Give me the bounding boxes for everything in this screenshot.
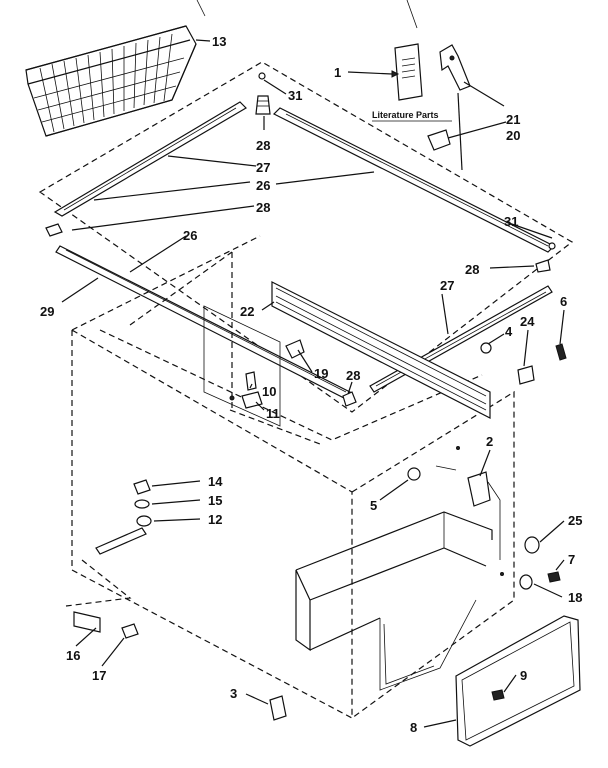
callout-8: 8 [410,720,417,735]
callout-28-left: 28 [256,200,270,215]
callout-26-top: 26 [256,178,270,193]
callout-14: 14 [208,474,223,489]
wire-basket [25,25,197,137]
callout-31-top: 31 [288,88,302,103]
callout-4: 4 [505,324,513,339]
compressor-compartment [295,511,493,691]
hinge-bracket [517,365,535,385]
callout-2: 2 [486,434,493,449]
callout-6: 6 [560,294,567,309]
callout-27-right: 27 [440,278,454,293]
callout-21: 21 [506,112,520,127]
literature-parts-label: Literature Parts [372,110,439,120]
callout-28-right: 28 [465,262,479,277]
lid-outline [38,61,574,413]
callout-17: 17 [92,668,106,683]
callout-11: 11 [266,406,280,421]
callout-7: 7 [568,552,575,567]
lid-screw-right [548,242,556,250]
base-grille-panel [455,615,581,747]
drain-tube [95,527,147,555]
lid-screw-top [258,72,266,80]
callout-27-top: 27 [256,160,270,175]
callout-26-front: 26 [183,228,197,243]
callout-28-front: 28 [346,368,360,383]
light-switch-pin [229,395,235,401]
control-cover-plate [203,305,281,427]
thermostat-knob [285,339,305,359]
callout-1: 1 [334,65,341,80]
drain-plug [73,611,101,633]
callout-13: 13 [212,34,226,49]
lid-clip-front [342,391,357,407]
lid-liner-strip-top [272,107,556,253]
lid-hinge-part [439,44,471,91]
lid-spring-clip [255,95,271,115]
panel-screw [491,689,505,701]
switch-bracket [241,391,263,409]
cold-control-bracket [467,471,491,507]
callout-15: 15 [208,493,222,508]
cold-control-knob [407,467,421,481]
cabinet-body [71,235,515,719]
callout-10: 10 [262,384,276,399]
callout-19: 19 [314,366,328,381]
literature-leaflet [394,43,423,101]
drain-gasket [134,499,150,509]
breaker-strip-assembly [271,281,491,419]
callout-29: 29 [40,304,54,319]
callout-22: 22 [240,304,254,319]
callout-31-right: 31 [504,214,518,229]
callout-20: 20 [506,128,520,143]
hinge-screw [555,343,567,361]
drain-nut [136,515,152,527]
callout-16: 16 [66,648,80,663]
callout-25: 25 [568,513,582,528]
light-switch [245,371,257,391]
leader-lines [61,39,565,728]
hinge-washer [480,342,492,354]
grille-washer [519,574,533,590]
grille-screw [547,571,561,583]
callout-12: 12 [208,512,222,527]
callout-18: 18 [568,590,582,605]
base-screw [121,623,139,639]
lid-clip-right [535,259,551,273]
callout-9: 9 [520,668,527,683]
callout-numbers: 13 1 31 21 20 28 27 26 28 31 26 28 27 6 … [40,34,582,735]
drain-cap [133,479,151,495]
leveling-leg [269,695,287,721]
grommet [524,536,540,554]
callout-5: 5 [370,498,377,513]
callout-24: 24 [520,314,535,329]
callout-28-top: 28 [256,138,270,153]
callout-3: 3 [230,686,237,701]
lid-liner-strip-left [53,101,247,217]
lid-clip-left [45,223,63,237]
hinge-bracket-part [427,129,451,151]
